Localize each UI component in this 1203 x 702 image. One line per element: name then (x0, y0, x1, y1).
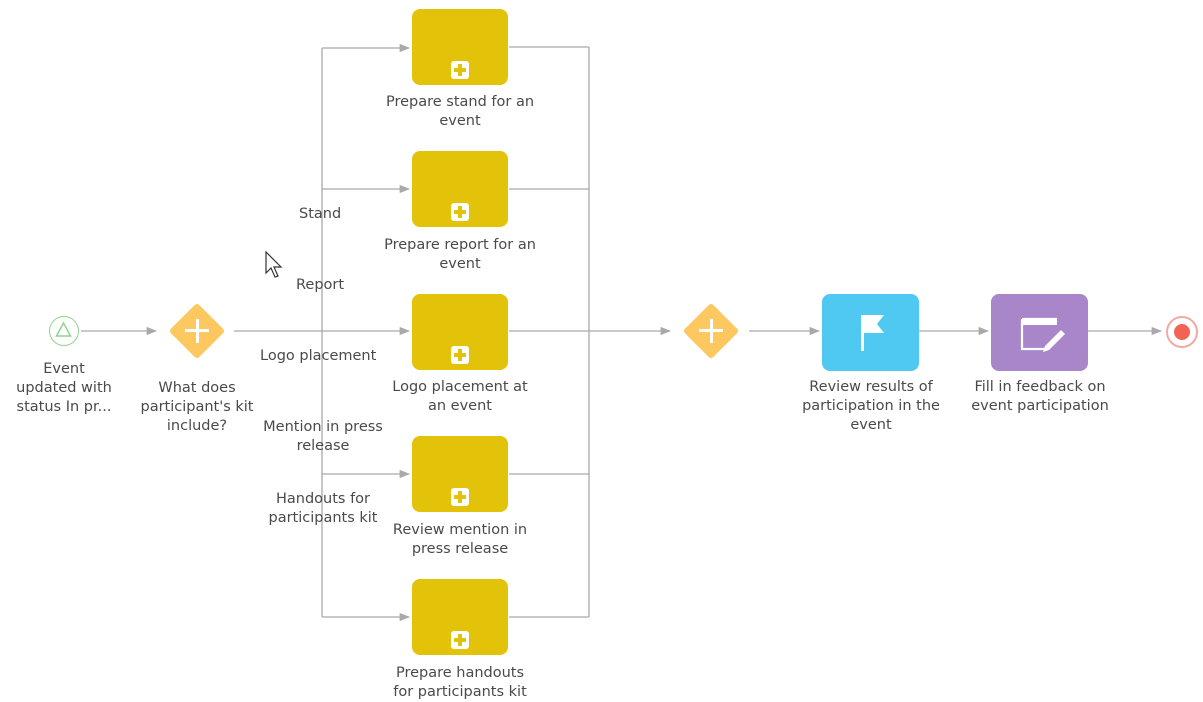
condition-label-handouts[interactable]: Handouts for participants kit (262, 490, 384, 528)
subprocess-prepare-stand[interactable] (412, 9, 508, 85)
split-gateway-label: What does participant's kit include? (130, 379, 264, 436)
subprocess-label-line: an event (428, 398, 492, 414)
subprocess-label: Logo placement at an event (360, 378, 560, 416)
end-event[interactable] (1166, 316, 1198, 348)
subprocess-plus-icon (451, 631, 469, 649)
condition-label-stand[interactable]: Stand (299, 205, 341, 224)
subprocess-plus-icon (451, 346, 469, 364)
join-gateway[interactable] (682, 302, 740, 360)
mouse-pointer-icon (265, 251, 283, 278)
subprocess-label: Review mention in press release (360, 521, 560, 559)
triangle-icon (55, 321, 72, 337)
subprocess-plus-icon (451, 203, 469, 221)
split-gateway-label-line: participant's kit (140, 399, 254, 415)
script-task-fill-feedback[interactable] (991, 294, 1088, 371)
start-event-label-line: Event (43, 361, 85, 377)
subprocess-label: Prepare stand for an event (360, 93, 560, 131)
subprocess-label-line: event (439, 113, 481, 129)
condition-label-line: Stand (299, 206, 342, 222)
subprocess-label-line: Review mention in (392, 522, 528, 538)
subprocess-label-line: Logo placement at (392, 379, 528, 395)
start-event-label: Event updated with status In pr... (0, 360, 128, 417)
split-gateway-label-line: What does (158, 380, 236, 396)
split-gateway-label-line: include? (166, 418, 228, 434)
subprocess-label-line: for participants kit (393, 684, 527, 700)
review-task-label: Review results of participation in the e… (786, 378, 956, 435)
subprocess-logo-placement[interactable] (412, 294, 508, 370)
feedback-task-label-line: Fill in feedback on (974, 379, 1106, 395)
feedback-task-label: Fill in feedback on event participation (955, 378, 1125, 416)
flag-icon (861, 315, 884, 351)
start-event-label-line: status In pr... (16, 399, 112, 415)
start-event[interactable] (49, 316, 79, 346)
subprocess-label-line: event (439, 256, 481, 272)
condition-label-line: Logo placement (260, 348, 377, 364)
subprocess-label-line: press release (411, 541, 509, 557)
condition-label-line: Report (296, 277, 345, 293)
subprocess-label-line: Prepare handouts (395, 665, 525, 681)
subprocess-plus-icon (451, 61, 469, 79)
review-task-label-line: event (850, 417, 892, 433)
subprocess-label: Prepare handouts for participants kit (360, 664, 560, 702)
subprocess-review-mention[interactable] (412, 436, 508, 512)
review-task-label-line: participation in the (802, 398, 940, 414)
feedback-task-label-line: event participation (971, 398, 1109, 414)
end-circle-icon (1174, 324, 1190, 340)
condition-label-report[interactable]: Report (296, 276, 344, 295)
condition-label-logo[interactable]: Logo placement (260, 347, 376, 366)
start-event-label-line: updated with (16, 380, 112, 396)
condition-label-line: release (296, 438, 350, 454)
user-task-review-results[interactable] (822, 294, 919, 371)
subprocess-label: Prepare report for an event (360, 236, 560, 274)
subprocess-prepare-report[interactable] (412, 151, 508, 227)
review-task-label-line: Review results of (809, 379, 933, 395)
subprocess-label-line: Prepare report for an (384, 237, 536, 253)
subprocess-prepare-handouts[interactable] (412, 579, 508, 655)
edit-page-icon (1020, 317, 1065, 352)
condition-label-line: Mention in press (263, 419, 383, 435)
subprocess-plus-icon (451, 488, 469, 506)
subprocess-label-line: Prepare stand for an (385, 94, 535, 110)
split-gateway[interactable] (168, 302, 226, 360)
condition-label-line: Handouts for (275, 491, 371, 507)
condition-label-line: participants kit (268, 510, 378, 526)
condition-label-mention[interactable]: Mention in press release (256, 418, 390, 456)
